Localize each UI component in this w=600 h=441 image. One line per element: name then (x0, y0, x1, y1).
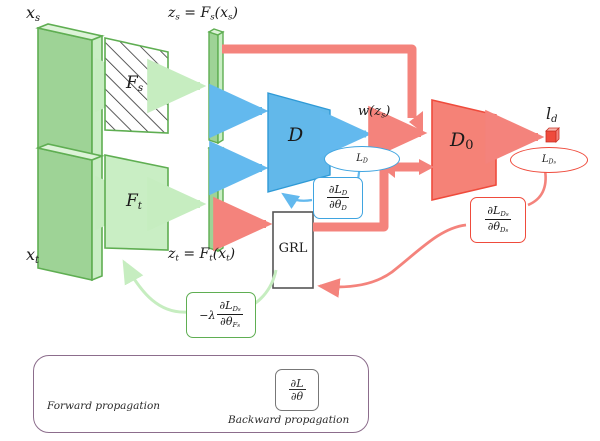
loss-ellipse-LDs: LDs (510, 147, 588, 173)
backward-blue-grad-to-D (281, 192, 313, 209)
label-ld: ld (546, 104, 558, 125)
backward-red-grad-to-grl (317, 223, 467, 298)
label-xt: xt (26, 245, 40, 266)
label-Ft: Ft (126, 191, 143, 212)
grl-box (272, 211, 314, 289)
feature-vector-source (207, 28, 225, 145)
label-zs-equation: zs = Fs(xs) (168, 5, 238, 23)
label-xs: xs (26, 3, 41, 24)
gradient-box-Ds: ∂LDs ∂θDs (470, 197, 526, 243)
ld-cube-icon (545, 127, 560, 143)
label-zt-equation: zt = Ft(xt) (168, 246, 236, 264)
backward-green-grad-to-Ft (122, 259, 189, 314)
gradient-box-D: ∂LD ∂θD (313, 177, 363, 219)
gradient-box-Fs: −λ ∂LDs ∂θFs (186, 292, 256, 338)
loss-ellipse-LD: LD (324, 146, 400, 172)
label-D: D (288, 124, 304, 146)
input-slab-target (35, 143, 105, 282)
wzs-cube-icon (372, 124, 386, 140)
label-wzs: w(zs) (358, 104, 391, 120)
arrowhead-to-D0-bottom (419, 159, 434, 175)
path-grl-to-D0-forward (313, 167, 389, 232)
input-slab-source (35, 23, 105, 162)
grl-label: GRL (278, 241, 308, 256)
legend-forward-label: Forward propagation (47, 400, 161, 412)
legend-gradient-box: ∂L ∂θ (275, 369, 319, 411)
feature-vector-target (207, 144, 225, 253)
path-zs-to-D0-forward (222, 44, 417, 118)
legend-backward-label: Backward propagation (228, 414, 350, 426)
label-D0: D0 (450, 129, 474, 154)
backward-red-LDs-to-grad (527, 169, 547, 207)
label-Fs: Fs (126, 73, 144, 94)
discriminator-shape (267, 92, 331, 193)
